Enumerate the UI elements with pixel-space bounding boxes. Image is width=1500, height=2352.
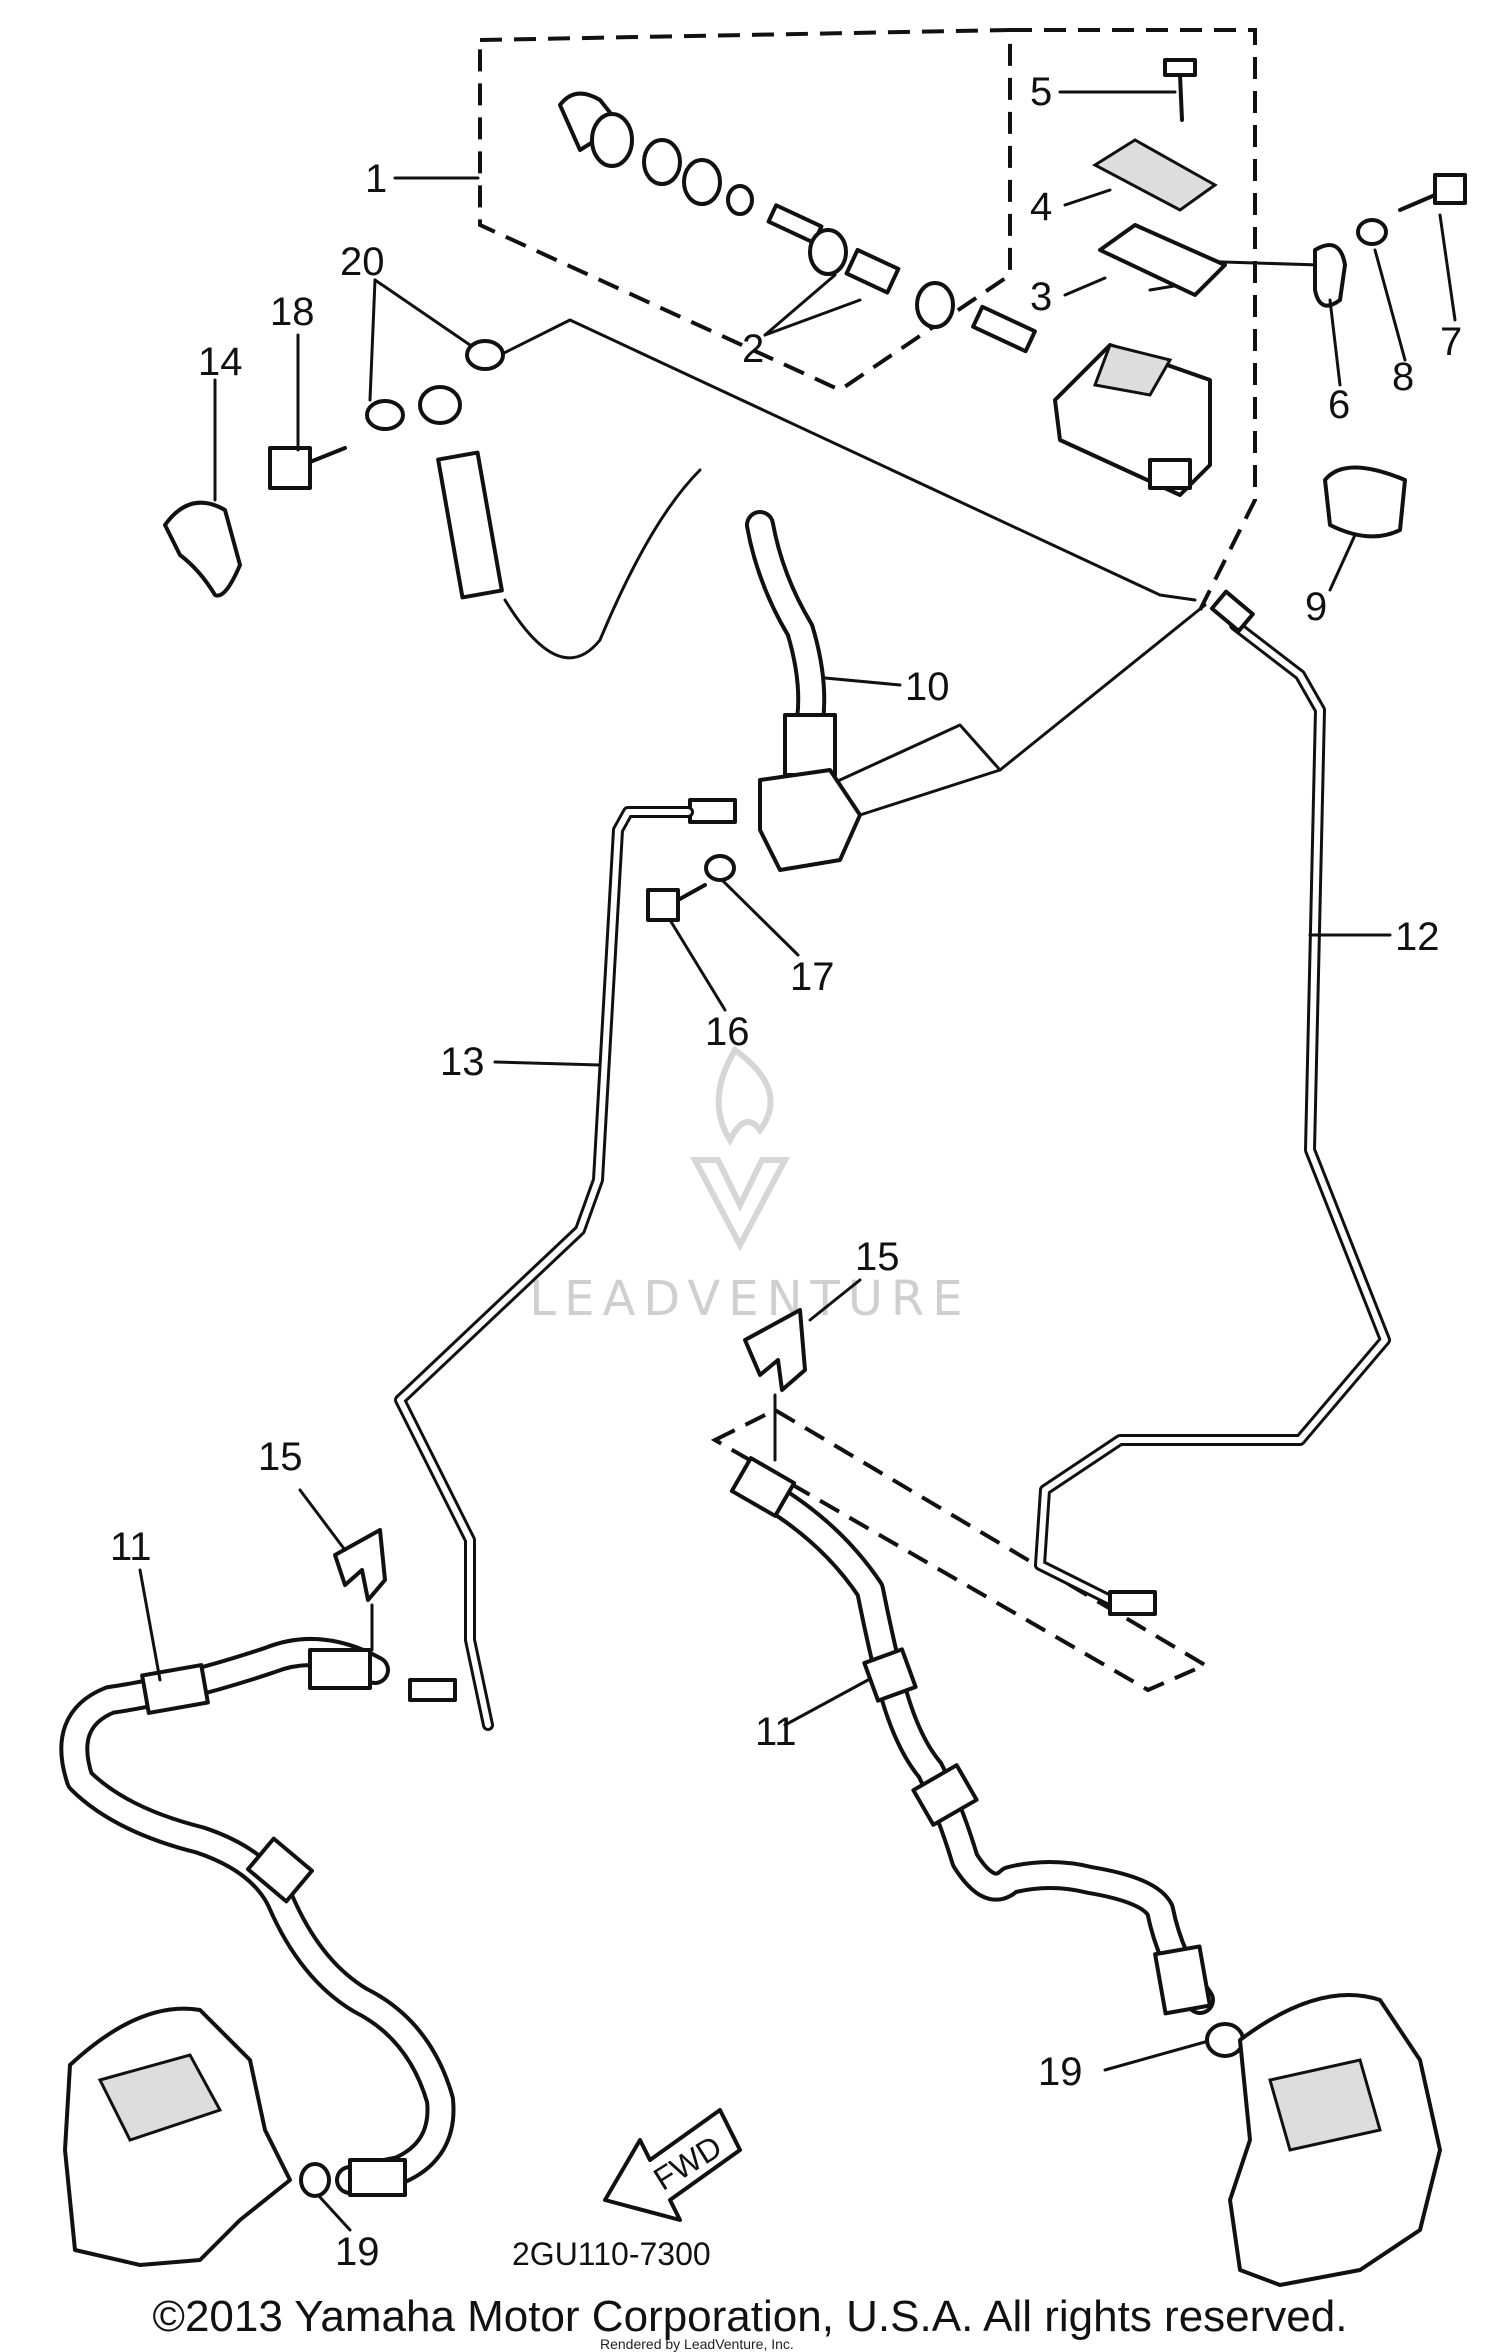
part-7-bolt (1398, 173, 1467, 212)
callout-15-left: 15 (258, 1435, 303, 1479)
rendered-by-note: Rendered by LeadVenture, Inc. (600, 2336, 794, 2352)
part-4-diaphragm (1091, 138, 1218, 212)
part-9-boot (1323, 465, 1407, 539)
part-20-washer-b (365, 399, 405, 431)
callout-20: 20 (340, 240, 385, 284)
part-20-washer-a (465, 339, 505, 371)
callout-19-left: 19 (335, 2230, 380, 2274)
upper-hose-assembly (418, 385, 862, 872)
part-8-washer (1356, 218, 1388, 246)
callout-12: 12 (1395, 915, 1440, 959)
left-caliper-detail (97, 2053, 223, 2142)
part-18-bolt (268, 446, 347, 490)
callout-19-right: 19 (1038, 2050, 1083, 2094)
master-cylinder-body (1053, 343, 1212, 497)
copyright-notice: ©2013 Yamaha Motor Corporation, U.S.A. A… (152, 2292, 1348, 2341)
callout-15-right: 15 (855, 1235, 900, 1279)
callout-leaders (138, 176, 1457, 2232)
callout-7: 7 (1440, 320, 1462, 364)
part-19-washer-left (299, 2162, 331, 2198)
callout-11-left: 11 (110, 1525, 152, 1569)
callout-9: 9 (1305, 585, 1327, 629)
part-15-clip-right (743, 1308, 807, 1392)
watermark-logo (690, 1045, 790, 1252)
part-19-washer-right (1205, 2022, 1245, 2058)
assembly-1-outline (478, 27, 1257, 611)
callout-16: 16 (705, 1010, 750, 1054)
watermark-text: LEADVENTURE (529, 1271, 970, 1327)
callout-6: 6 (1328, 383, 1350, 427)
fwd-arrow: FWD (603, 2108, 742, 2222)
callout-14: 14 (198, 340, 243, 384)
left-caliper (63, 2006, 292, 2267)
callout-8: 8 (1392, 355, 1414, 399)
part-17-washer (704, 854, 736, 882)
left-brake-hose-11 (59, 1637, 456, 2197)
brake-pipe-13 (394, 806, 694, 1731)
callout-13: 13 (440, 1040, 485, 1084)
part-14-cap (163, 500, 242, 598)
diagram-code: 2GU110-7300 (512, 2236, 711, 2272)
right-brake-hose-11 (729, 1456, 1215, 2016)
callout-11-right: 11 (755, 1710, 797, 1754)
master-cylinder-internals (558, 91, 1037, 354)
callout-17: 17 (790, 955, 835, 999)
part-5-screw (1163, 58, 1197, 122)
right-caliper-detail (1268, 2058, 1382, 2152)
part-16-bolt (646, 883, 707, 922)
brake-pipe-12 (1034, 589, 1391, 1616)
callout-5: 5 (1030, 70, 1052, 114)
part-3-reservoir-cap (1098, 223, 1227, 297)
callout-3: 3 (1030, 275, 1052, 319)
part-15-clip-left (333, 1528, 387, 1602)
callout-18: 18 (270, 290, 315, 334)
callout-1: 1 (365, 157, 387, 201)
callout-2: 2 (742, 327, 764, 371)
callout-10: 10 (905, 665, 950, 709)
rear-hose-outline (710, 1407, 1210, 1693)
callout-4: 4 (1030, 185, 1052, 229)
part-6-bracket (1313, 243, 1347, 308)
